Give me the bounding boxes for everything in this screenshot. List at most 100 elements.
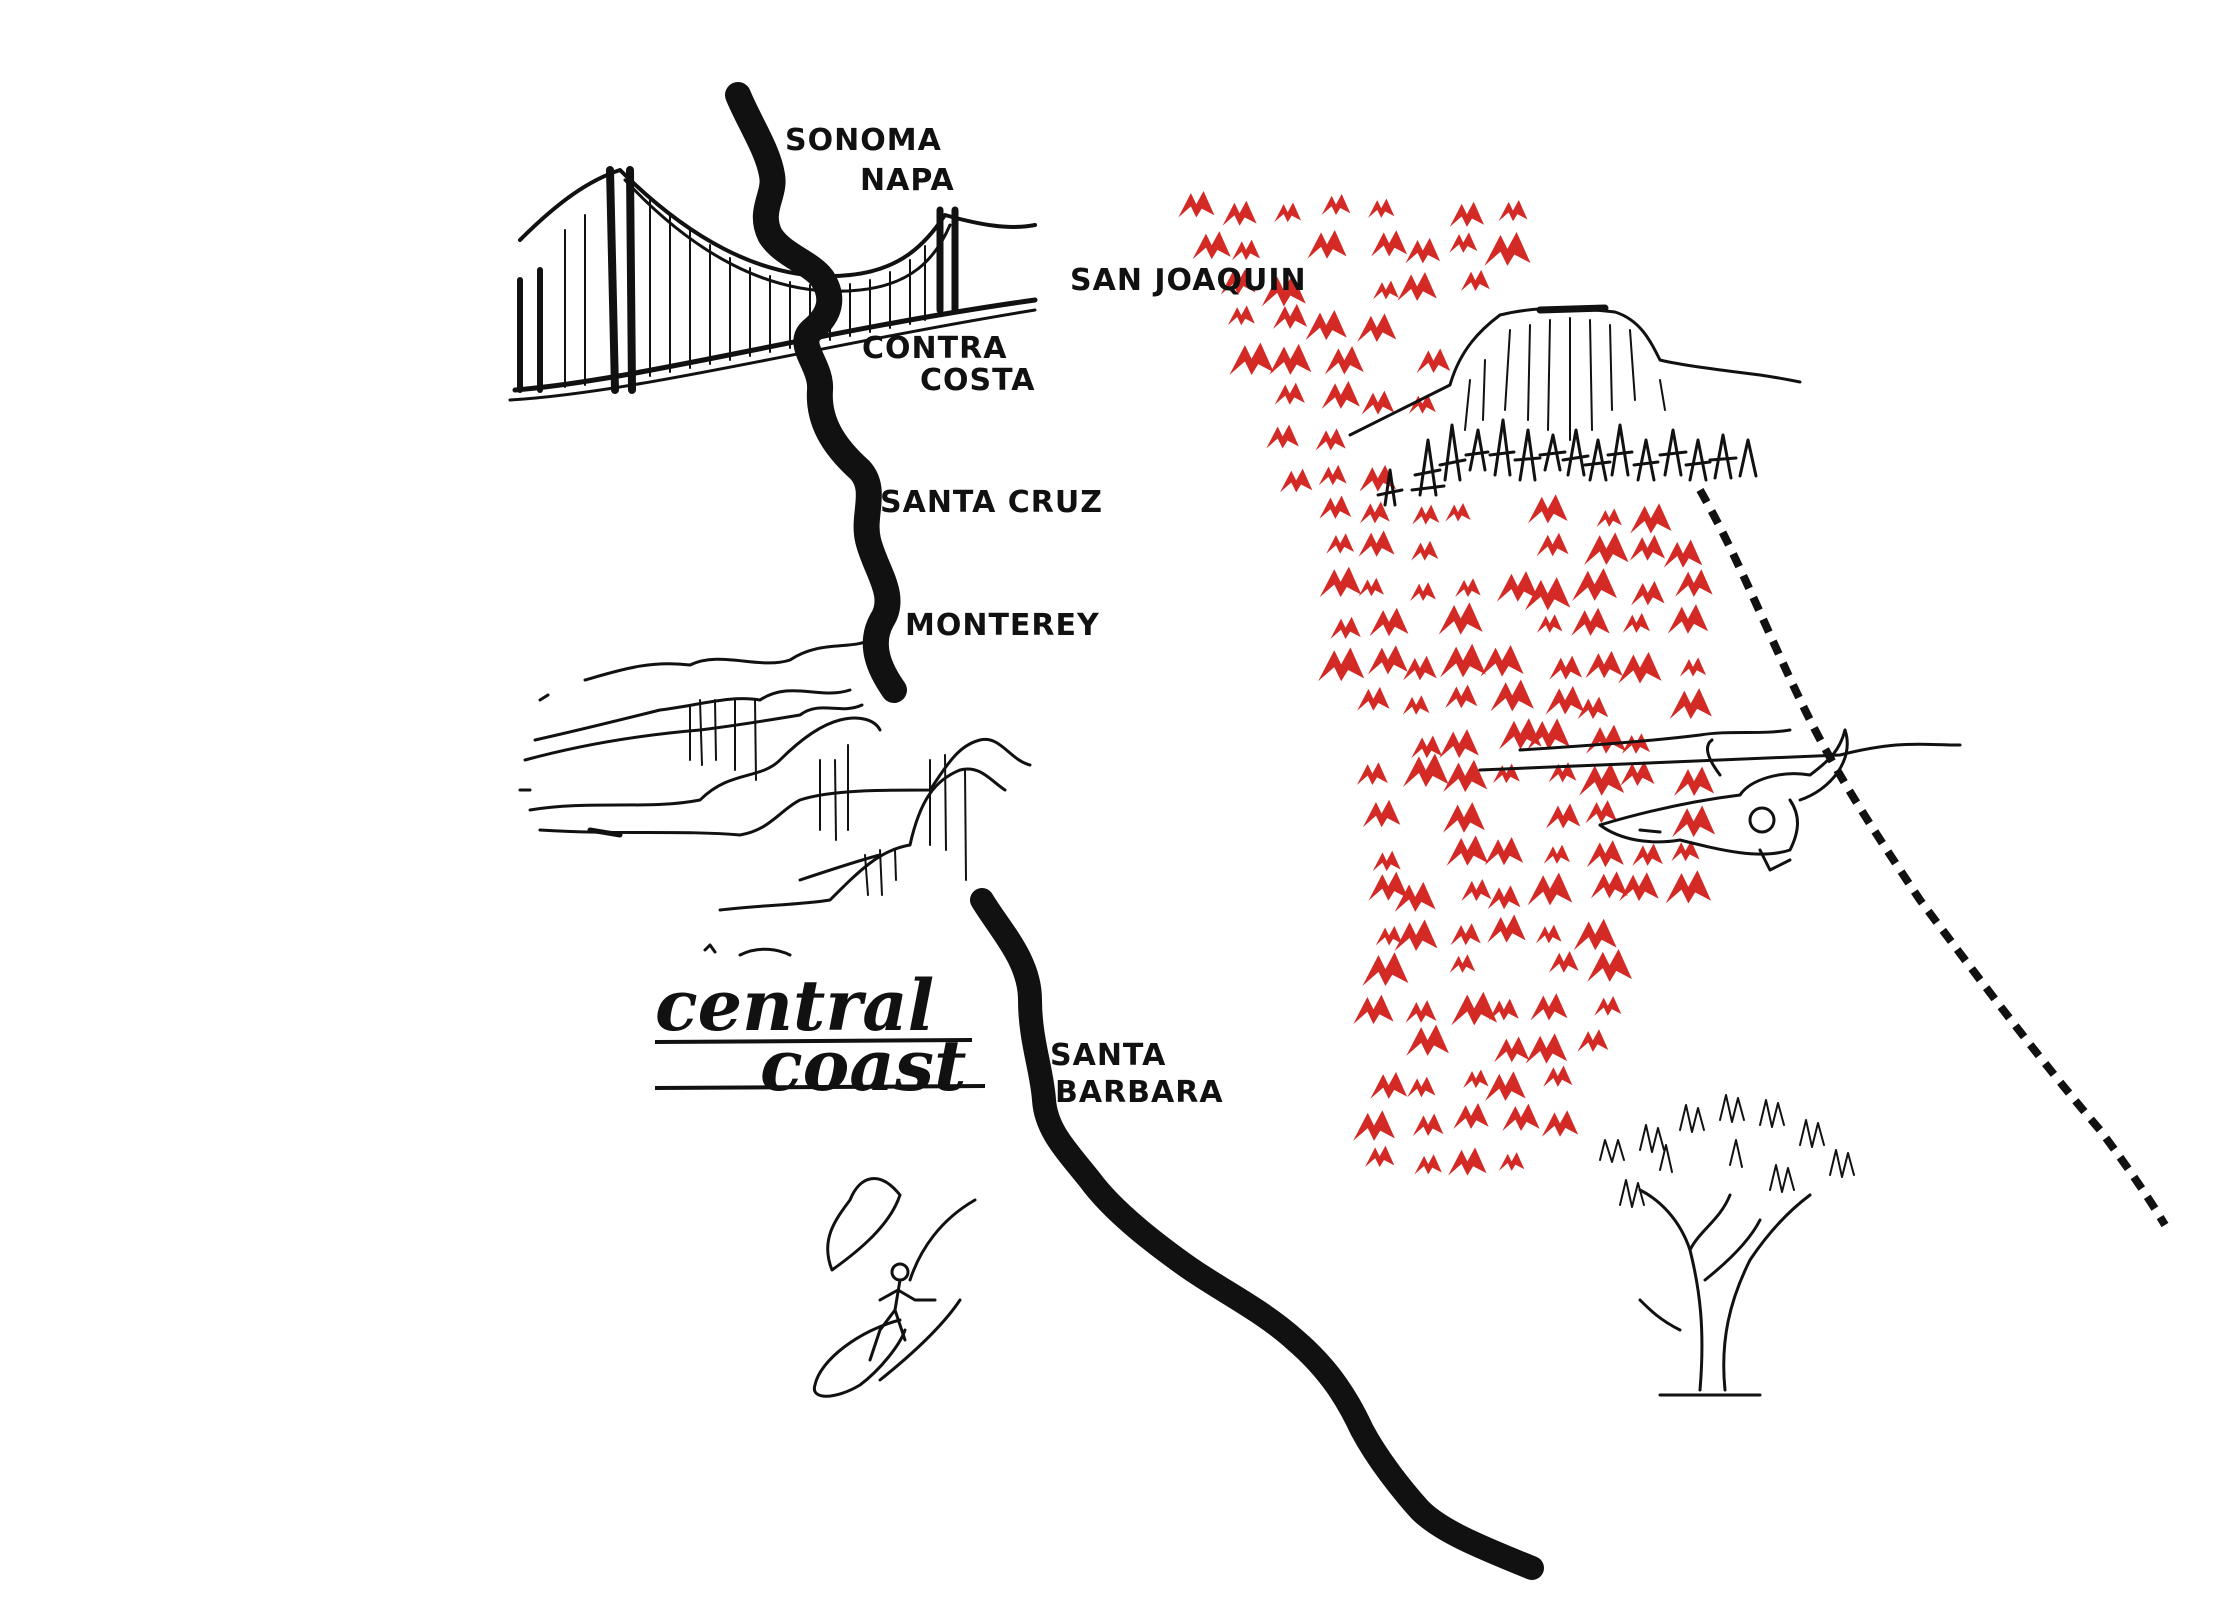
mountains-icon bbox=[1178, 190, 1716, 1176]
mountain-mark bbox=[1359, 464, 1397, 492]
mountain-mark bbox=[1545, 686, 1585, 715]
mountain-mark bbox=[1572, 568, 1617, 601]
label-santa-cruz: SANTA CRUZ bbox=[880, 485, 1103, 520]
mountain-mark bbox=[1590, 871, 1628, 899]
mountain-mark bbox=[1315, 428, 1346, 451]
mountain-mark bbox=[1543, 844, 1570, 864]
mountain-mark bbox=[1227, 305, 1255, 326]
mountain-mark bbox=[1525, 577, 1571, 611]
mountain-mark bbox=[1357, 686, 1390, 711]
mountain-mark bbox=[1362, 952, 1409, 986]
mountain-mark bbox=[1630, 503, 1672, 534]
mountain-mark bbox=[1358, 530, 1395, 557]
mountain-mark bbox=[1632, 843, 1663, 866]
mountain-mark bbox=[1274, 382, 1305, 405]
mountain-mark bbox=[1405, 237, 1441, 264]
mountain-mark bbox=[1673, 766, 1715, 796]
mountain-mark bbox=[1543, 1065, 1573, 1087]
mountain-mark bbox=[1490, 679, 1534, 712]
surfer-icon bbox=[812, 1177, 977, 1398]
mountain-mark bbox=[1440, 643, 1486, 678]
mountain-mark bbox=[1446, 835, 1489, 866]
mountain-mark bbox=[1502, 1103, 1540, 1132]
mountain-mark bbox=[1272, 303, 1308, 329]
label-contra-costa-1: CONTRA bbox=[862, 331, 1007, 366]
mountain-mark bbox=[1594, 995, 1622, 1016]
mountain-mark bbox=[1321, 380, 1360, 409]
mountain-mark bbox=[1669, 688, 1712, 720]
mountain-mark bbox=[1487, 885, 1521, 910]
mountain-mark bbox=[1326, 533, 1355, 554]
mountain-mark bbox=[1324, 345, 1364, 375]
mountain-mark bbox=[1375, 925, 1403, 946]
mountain-mark bbox=[1318, 647, 1365, 682]
mountain-mark bbox=[1455, 578, 1481, 598]
mountain-mark bbox=[1619, 872, 1659, 902]
mountain-mark bbox=[1274, 202, 1302, 223]
mountain-mark bbox=[1665, 870, 1712, 904]
mountain-mark bbox=[1412, 504, 1440, 525]
mountain-mark bbox=[1410, 582, 1436, 602]
mountain-mark bbox=[1449, 232, 1478, 253]
mountain-mark bbox=[1408, 393, 1436, 414]
mountain-mark bbox=[1484, 232, 1531, 266]
mountain-mark bbox=[1394, 881, 1436, 912]
cliffs-icon bbox=[518, 638, 1032, 957]
coastline bbox=[725, 82, 1544, 1580]
mountain-mark bbox=[1362, 799, 1401, 828]
mountain-mark bbox=[1663, 539, 1703, 568]
mountain-mark bbox=[1494, 1036, 1530, 1063]
mountain-mark bbox=[1220, 269, 1256, 295]
mountain-mark bbox=[1411, 735, 1443, 759]
mountain-mark bbox=[1405, 1000, 1437, 1023]
mountain-mark bbox=[1445, 684, 1478, 709]
mountain-mark bbox=[1492, 763, 1520, 784]
mountain-mark bbox=[1577, 1029, 1609, 1052]
mountain-mark bbox=[1596, 508, 1622, 527]
mountain-mark bbox=[1370, 1071, 1408, 1099]
label-contra-costa-2: COSTA bbox=[920, 363, 1035, 398]
mountain-mark bbox=[1368, 871, 1409, 901]
bridge-icon bbox=[508, 166, 1038, 402]
mountain-mark bbox=[1450, 923, 1481, 946]
mountain-mark bbox=[1371, 230, 1408, 257]
mountain-mark bbox=[1353, 994, 1394, 1025]
mountain-mark bbox=[1330, 616, 1361, 640]
mountain-mark bbox=[1373, 280, 1399, 300]
pine-trees-icon bbox=[1376, 418, 1758, 507]
mountain-mark bbox=[1439, 729, 1479, 759]
mountain-mark bbox=[1231, 239, 1261, 261]
mountain-mark bbox=[1577, 696, 1609, 720]
mountain-mark bbox=[1394, 919, 1438, 952]
mountain-mark bbox=[1321, 194, 1351, 216]
mountain-mark bbox=[1586, 724, 1626, 754]
mountain-mark bbox=[1359, 501, 1390, 524]
mountain-mark bbox=[1453, 1103, 1489, 1129]
mountain-mark bbox=[1412, 1113, 1444, 1136]
mountain-mark bbox=[1480, 644, 1524, 677]
mountain-mark bbox=[1445, 503, 1471, 522]
mountain-mark bbox=[1411, 540, 1439, 561]
mountain-mark bbox=[1178, 190, 1215, 218]
label-napa: NAPA bbox=[860, 163, 955, 198]
mountain-mark bbox=[1368, 198, 1395, 218]
mountain-mark bbox=[1449, 201, 1485, 227]
mountain-mark bbox=[1364, 1145, 1395, 1168]
mountain-mark bbox=[1367, 645, 1408, 675]
mountain-mark bbox=[1460, 269, 1490, 292]
mountain-mark bbox=[1585, 800, 1618, 824]
mountain-mark bbox=[1671, 840, 1700, 862]
mountain-mark bbox=[1305, 309, 1347, 341]
mountain-mark bbox=[1307, 230, 1347, 259]
mountain-mark bbox=[1319, 495, 1352, 519]
label-sonoma: SONOMA bbox=[785, 123, 942, 158]
mountain-mark bbox=[1584, 532, 1629, 566]
mountain-mark bbox=[1485, 1071, 1526, 1101]
mountain-mark bbox=[1192, 231, 1231, 260]
mountain-mark bbox=[1525, 1033, 1568, 1064]
mountain-mark bbox=[1587, 948, 1632, 982]
mountain-mark bbox=[1579, 762, 1625, 796]
mountain-mark bbox=[1667, 604, 1709, 634]
mountain-mark bbox=[1372, 850, 1401, 872]
mountain-mark bbox=[1672, 805, 1716, 838]
